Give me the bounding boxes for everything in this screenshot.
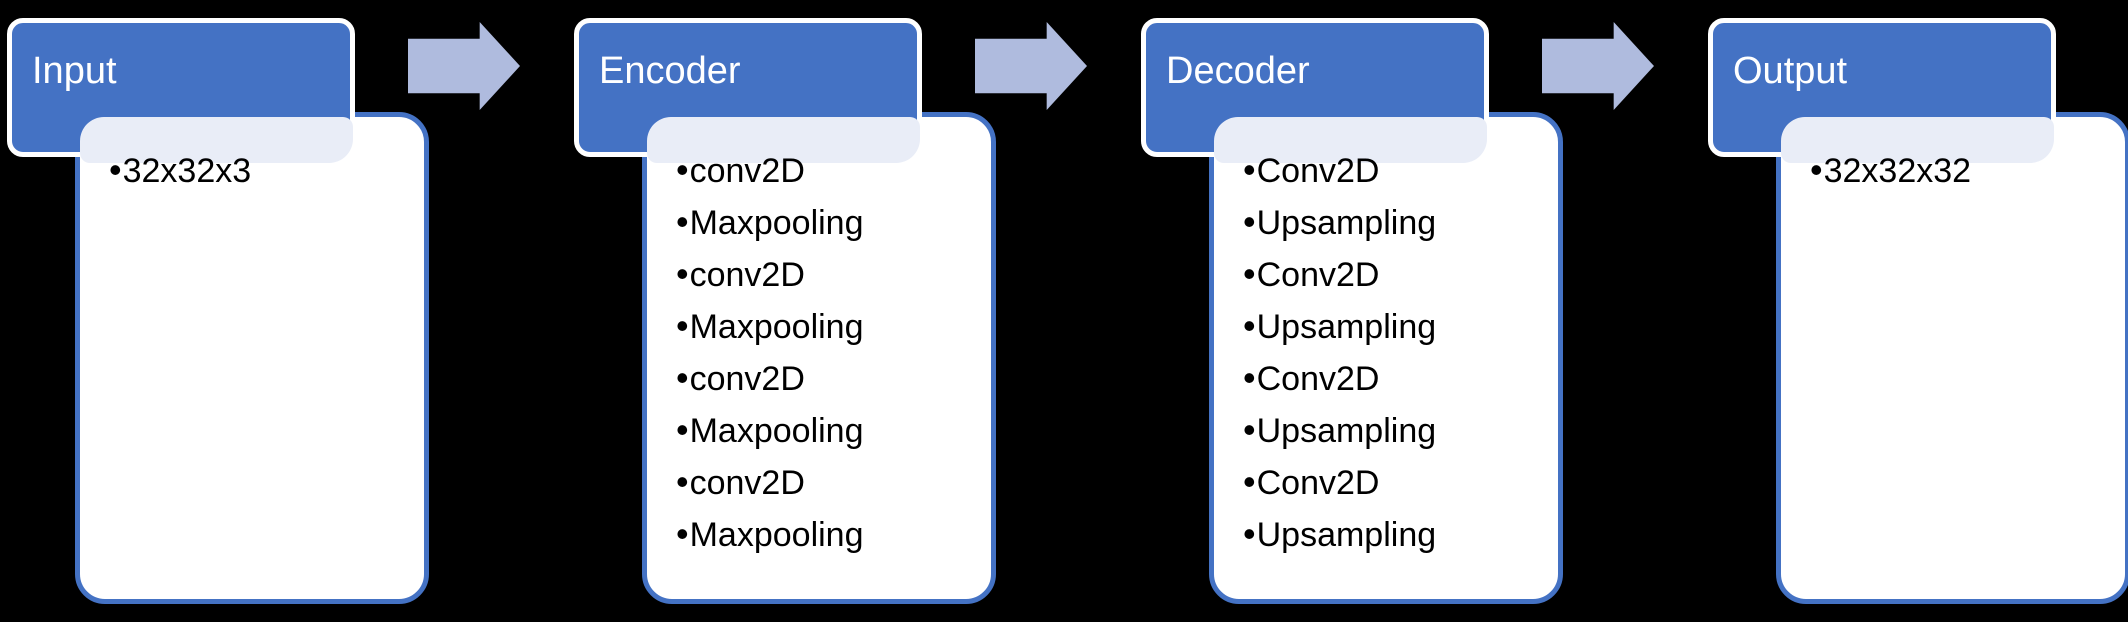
list-item-label: Maxpooling	[689, 204, 864, 242]
list-item: •conv2D	[676, 456, 986, 508]
bullet-icon: •	[1243, 409, 1256, 450]
list-item: •Upsampling	[1243, 508, 1553, 560]
list-item: •Upsampling	[1243, 404, 1553, 456]
group-body	[1209, 112, 1563, 604]
bullet-icon: •	[109, 149, 122, 190]
list-item: •32x32x3	[109, 144, 419, 196]
bullet-icon: •	[676, 409, 689, 450]
header-accent-band	[647, 117, 920, 163]
group-body	[642, 112, 996, 604]
list-item-label: Maxpooling	[689, 516, 864, 554]
bullet-icon: •	[676, 201, 689, 242]
bullet-list: •32x32x32	[1810, 144, 2120, 196]
header-accent-band	[1781, 117, 2054, 163]
bullet-icon: •	[676, 253, 689, 294]
list-item: •Maxpooling	[676, 196, 986, 248]
bullet-icon: •	[676, 461, 689, 502]
bullet-icon: •	[676, 305, 689, 346]
bullet-list: •32x32x3	[109, 144, 419, 196]
group-title: Encoder	[599, 50, 741, 92]
list-item: •Maxpooling	[676, 508, 986, 560]
list-item-label: 32x32x3	[122, 152, 252, 190]
bullet-list: •conv2D •Maxpooling •conv2D •Maxpooling …	[676, 144, 986, 560]
bullet-icon: •	[1243, 513, 1256, 554]
list-item-label: Upsampling	[1256, 204, 1437, 242]
bullet-icon: •	[1243, 253, 1256, 294]
group-title: Decoder	[1166, 50, 1310, 92]
list-item-label: conv2D	[689, 256, 805, 294]
list-item-label: 32x32x32	[1823, 152, 1972, 190]
group-body	[75, 112, 429, 604]
bullet-list: •Conv2D •Upsampling •Conv2D •Upsampling …	[1243, 144, 1553, 560]
bullet-icon: •	[1243, 461, 1256, 502]
list-item: •Upsampling	[1243, 196, 1553, 248]
bullet-icon: •	[676, 149, 689, 190]
list-item: •Conv2D	[1243, 352, 1553, 404]
diagram-group-decoder: Decoder •Conv2D •Upsampling •Conv2D •Ups…	[1141, 18, 1565, 608]
list-item: •conv2D	[676, 144, 986, 196]
list-item-label: conv2D	[689, 152, 805, 190]
list-item-label: conv2D	[689, 464, 805, 502]
group-title: Input	[32, 50, 117, 92]
list-item-label: Upsampling	[1256, 308, 1437, 346]
list-item-label: Upsampling	[1256, 412, 1437, 450]
list-item: •Conv2D	[1243, 144, 1553, 196]
diagram-group-encoder: Encoder •conv2D •Maxpooling •conv2D •Max…	[574, 18, 998, 608]
bullet-icon: •	[1810, 149, 1823, 190]
list-item-label: Upsampling	[1256, 516, 1437, 554]
list-item-label: Conv2D	[1256, 256, 1380, 294]
list-item-label: conv2D	[689, 360, 805, 398]
bullet-icon: •	[1243, 357, 1256, 398]
list-item-label: Conv2D	[1256, 152, 1380, 190]
list-item: •Conv2D	[1243, 456, 1553, 508]
group-title: Output	[1733, 50, 1848, 92]
list-item-label: Maxpooling	[689, 412, 864, 450]
group-header: Decoder	[1141, 18, 1489, 157]
bullet-icon: •	[1243, 201, 1256, 242]
header-accent-band	[1214, 117, 1487, 163]
list-item: •Conv2D	[1243, 248, 1553, 300]
diagram-group-output: Output •32x32x32	[1708, 18, 2128, 608]
bullet-icon: •	[676, 513, 689, 554]
list-item: •32x32x32	[1810, 144, 2120, 196]
list-item-label: Conv2D	[1256, 360, 1380, 398]
list-item: •Upsampling	[1243, 300, 1553, 352]
list-item-label: Maxpooling	[689, 308, 864, 346]
bullet-icon: •	[1243, 305, 1256, 346]
list-item: •conv2D	[676, 352, 986, 404]
bullet-icon: •	[676, 357, 689, 398]
header-accent-band	[80, 117, 353, 163]
list-item-label: Conv2D	[1256, 464, 1380, 502]
list-item: •conv2D	[676, 248, 986, 300]
list-item: •Maxpooling	[676, 404, 986, 456]
list-item: •Maxpooling	[676, 300, 986, 352]
bullet-icon: •	[1243, 149, 1256, 190]
diagram-group-input: Input •32x32x3	[7, 18, 431, 608]
